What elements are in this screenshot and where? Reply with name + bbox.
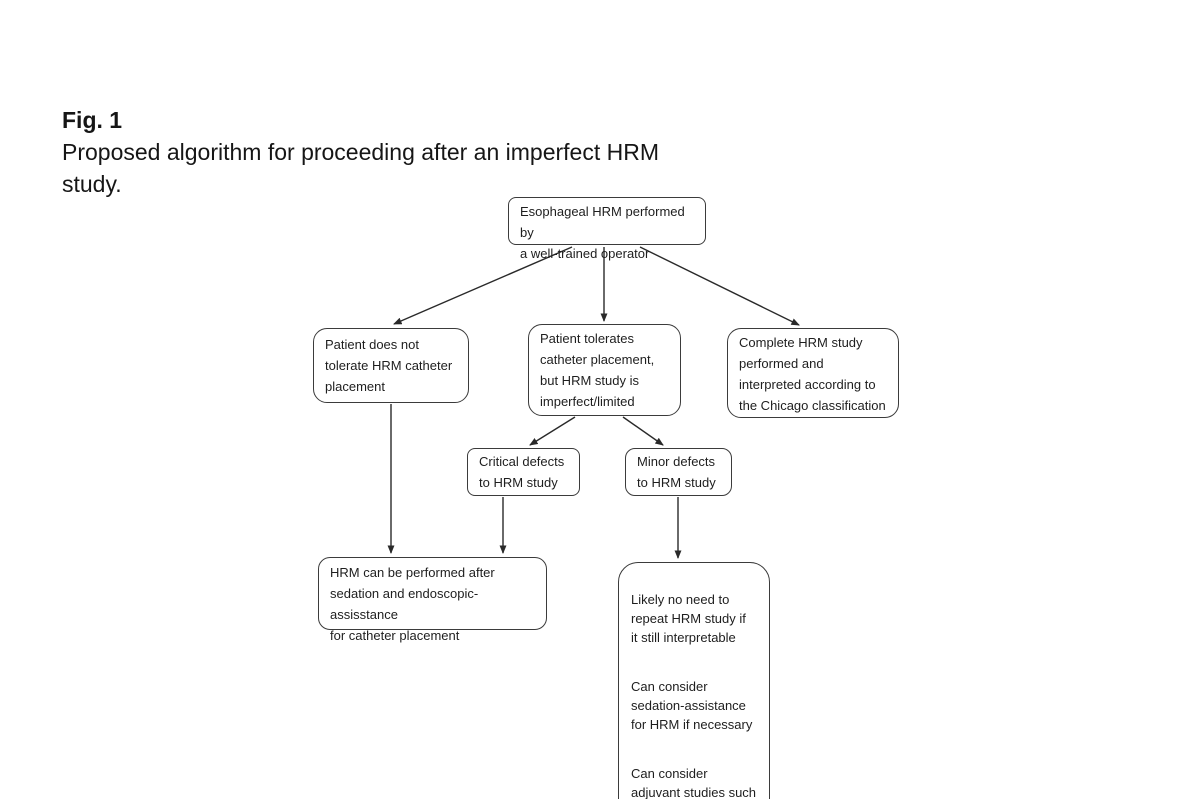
arrow-tolerates-to-minor [622,416,664,446]
node-minor-defects-outcome: Likely no need to repeat HRM study if it… [618,562,770,799]
arrow-tolerates-to-critical [529,416,576,446]
node-sedation-endoscopic-assistance: HRM can be performed after sedation and … [318,557,547,643]
outcome-paragraph-adjuvant-studies: Can consider adjuvant studies such as TB… [631,766,757,799]
outcome-paragraph-no-repeat: Likely no need to repeat HRM study if it… [631,592,746,645]
node-patient-tolerates-imperfect: Patient tolerates catheter placement, bu… [528,324,681,416]
node-critical-defects: Critical defects to HRM study [467,448,580,496]
outcome-paragraph-sedation-assistance: Can consider sedation-assistance for HRM… [631,679,753,732]
figure-caption-text: Proposed algorithm for proceeding after … [62,139,660,197]
node-patient-does-not-tolerate: Patient does not tolerate HRM catheter p… [313,328,469,403]
figure-caption-label: Fig. 1 [62,107,123,133]
node-complete-hrm-study: Complete HRM study performed and interpr… [727,328,899,418]
node-minor-defects: Minor defects to HRM study [625,448,732,496]
arrow-root-to-complete [639,246,800,326]
node-esophageal-hrm-root: Esophageal HRM performed by a well-train… [508,197,706,261]
figure-caption: Fig. 1 Proposed algorithm for proceeding… [62,72,882,200]
